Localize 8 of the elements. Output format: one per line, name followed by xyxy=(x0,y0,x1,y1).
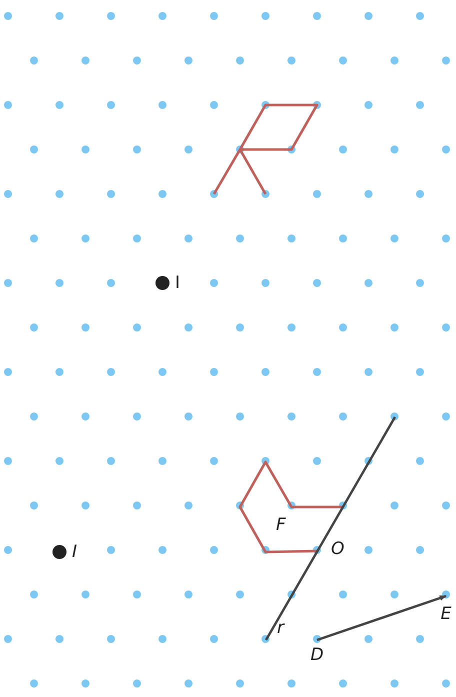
point-label: I xyxy=(72,544,78,561)
point-label: O xyxy=(331,541,344,558)
line-label: r xyxy=(277,620,284,637)
arrow xyxy=(316,594,447,642)
point-label: E xyxy=(440,606,452,623)
point-label: I xyxy=(175,275,180,292)
point-label: F xyxy=(276,517,286,534)
point-label: D xyxy=(310,647,324,664)
